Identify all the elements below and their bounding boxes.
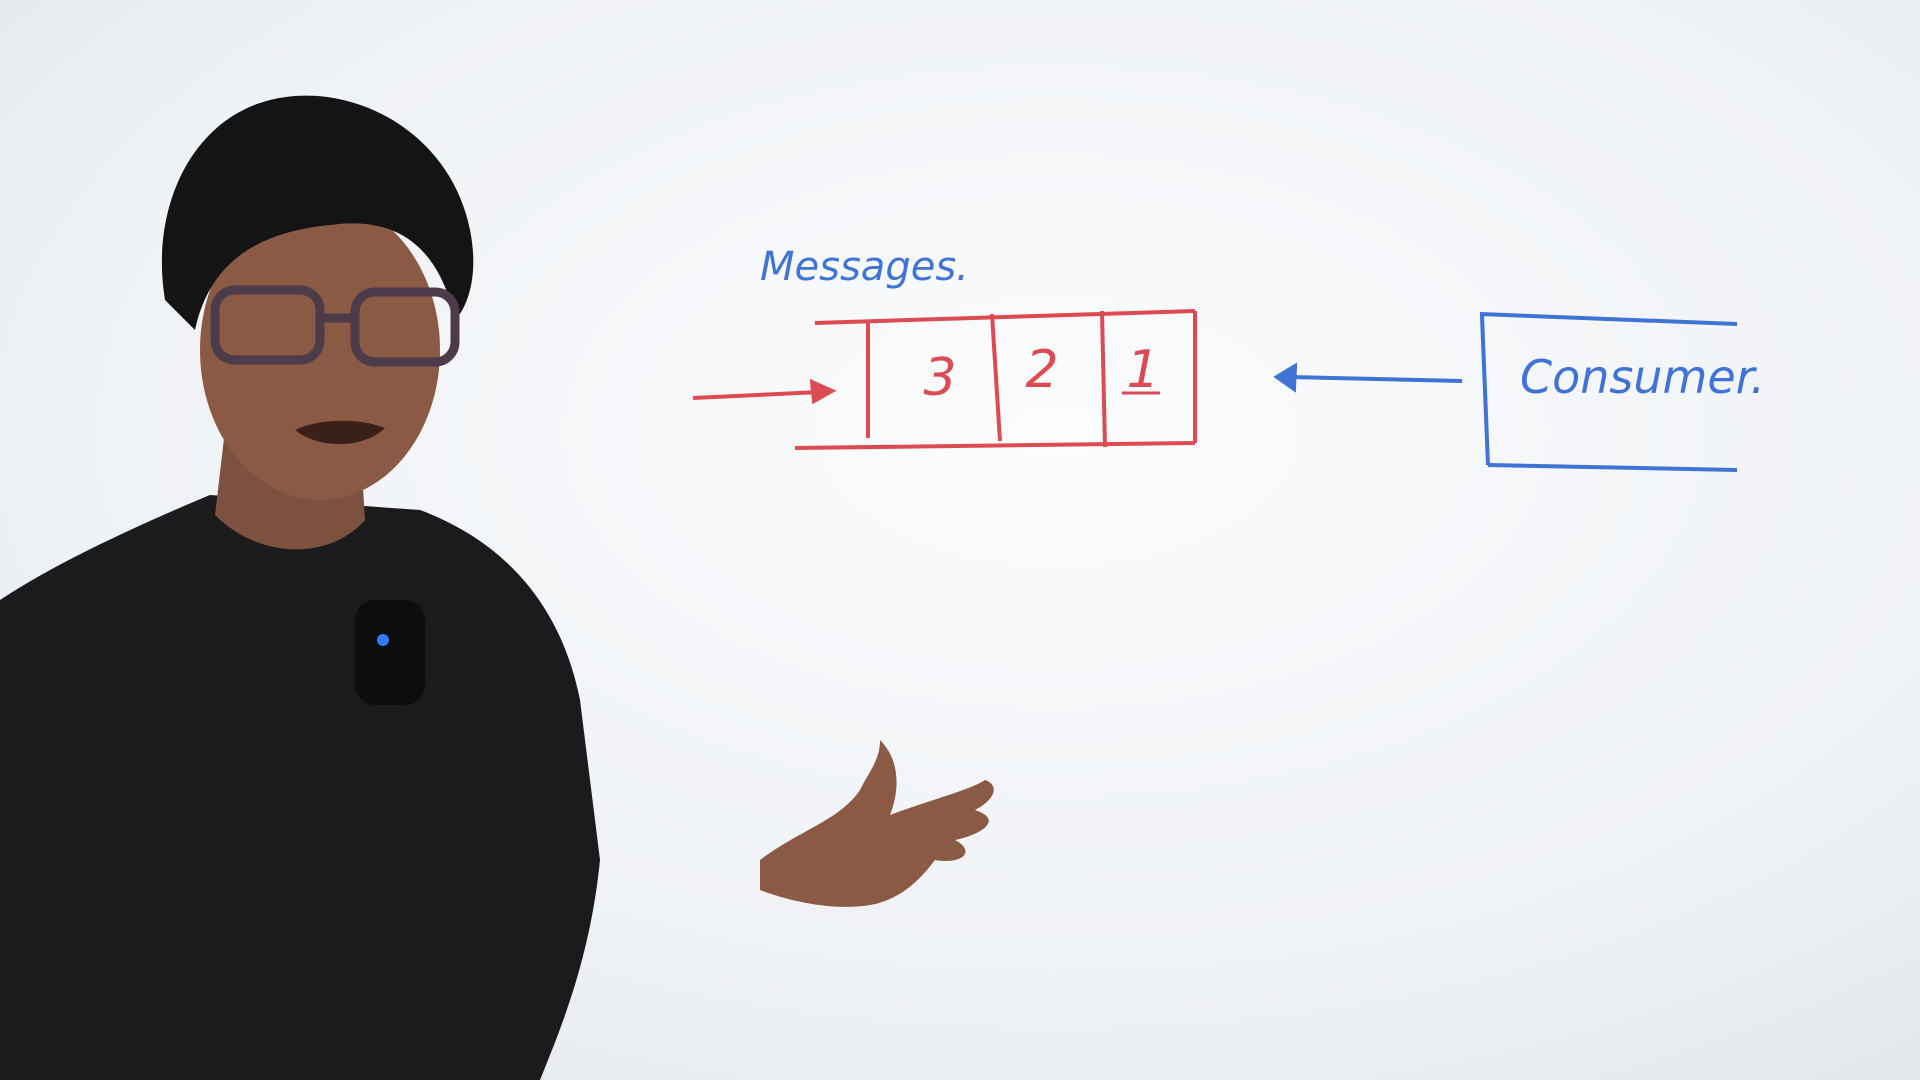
consumer-arrow (1273, 362, 1463, 393)
presenter-hair (161, 95, 474, 330)
presenter-mouth (295, 420, 385, 445)
consumer-box (1479, 312, 1738, 472)
queue-slot-1: 1 (1126, 340, 1159, 400)
presenter-shirt (0, 495, 600, 1080)
presenter (0, 95, 994, 1080)
messages-label: Messages. (760, 244, 969, 290)
presenter-glasses (210, 285, 460, 367)
producer-arrow (692, 378, 837, 405)
queue-box (794, 309, 1197, 450)
queue-slot-2: 2 (1025, 340, 1058, 400)
presenter-hand (760, 740, 994, 907)
queue-slot-3: 3 (923, 348, 956, 408)
lapel-microphone (355, 600, 425, 705)
consumer-label: Consumer. (1520, 350, 1765, 404)
queue-diagram: Messages. 3 2 1 (692, 244, 1765, 472)
